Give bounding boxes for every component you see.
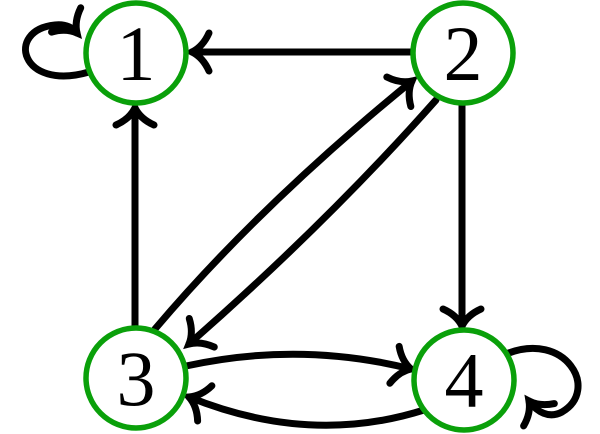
node-4: 4 xyxy=(411,327,517,433)
node-3-circle xyxy=(83,325,189,431)
node-1-circle xyxy=(83,0,189,106)
edge-layer xyxy=(22,4,582,430)
edge-2-3 xyxy=(183,96,440,351)
edge-4-3 xyxy=(181,382,428,429)
node-3: 3 xyxy=(83,325,189,431)
edge-3-4 xyxy=(182,342,419,387)
node-1-label: 1 xyxy=(117,10,156,97)
node-1: 1 xyxy=(83,0,189,106)
node-2: 2 xyxy=(410,0,516,106)
edge-3-2 xyxy=(151,73,419,333)
node-2-label: 2 xyxy=(444,10,483,97)
node-4-label: 4 xyxy=(445,337,484,424)
node-2-circle xyxy=(410,0,516,106)
edge-4-4-self-loop xyxy=(502,345,582,430)
edge-1-1-self-loop xyxy=(22,4,93,80)
node-3-label: 3 xyxy=(117,335,156,422)
node-4-circle xyxy=(411,327,517,433)
node-layer: 1 2 3 4 xyxy=(83,0,517,433)
